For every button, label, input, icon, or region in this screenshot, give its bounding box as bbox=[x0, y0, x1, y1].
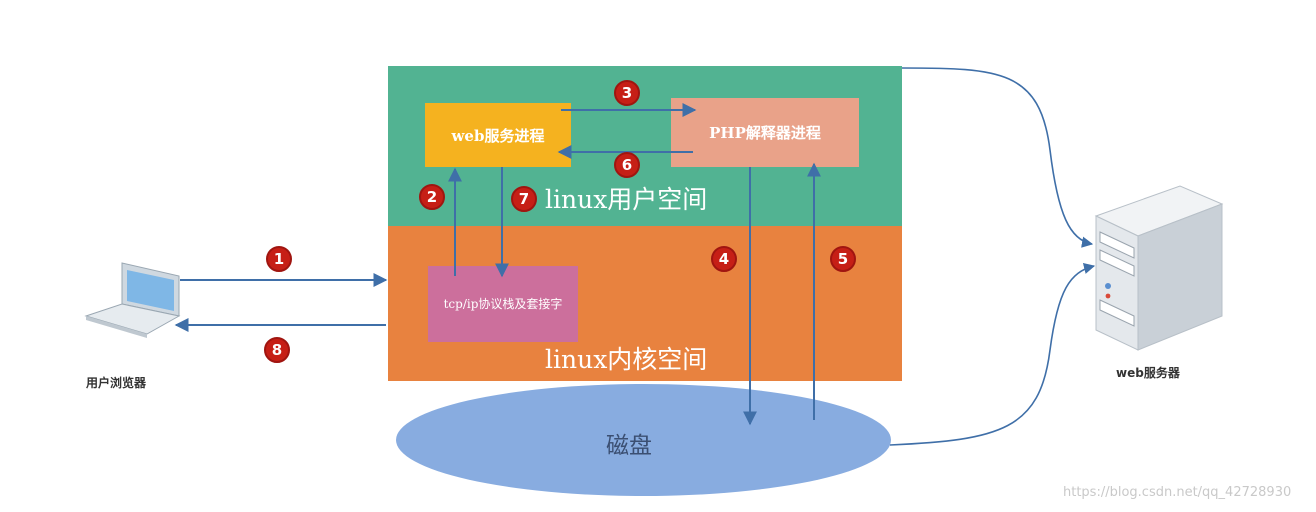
step-4-badge: 4 bbox=[711, 246, 737, 272]
tcp-ip-stack-box: tcp/ip协议栈及套接字 bbox=[428, 266, 578, 342]
step-8-badge: 8 bbox=[264, 337, 290, 363]
step-2-badge: 2 bbox=[419, 184, 445, 210]
step-7-badge: 7 bbox=[511, 186, 537, 212]
step-5-badge: 5 bbox=[830, 246, 856, 272]
kernel-space-label: linux内核空间 bbox=[545, 345, 708, 374]
user-space-label: linux用户空间 bbox=[545, 185, 708, 214]
step-6-badge: 6 bbox=[614, 152, 640, 178]
server-tower-icon bbox=[1094, 185, 1224, 351]
watermark: https://blog.csdn.net/qq_42728930 bbox=[1063, 485, 1292, 500]
laptop-icon bbox=[84, 262, 181, 338]
user-browser-label: 用户浏览器 bbox=[86, 376, 147, 390]
web-service-process-label: web服务进程 bbox=[451, 126, 545, 145]
disk-ellipse bbox=[396, 384, 891, 496]
web-server-label: web服务器 bbox=[1116, 366, 1180, 380]
php-interpreter-process-label: PHP解释器进程 bbox=[709, 124, 821, 142]
arrow-user-space-to-server bbox=[901, 67, 1094, 248]
tcp-ip-stack-label: tcp/ip协议栈及套接字 bbox=[443, 296, 563, 311]
php-interpreter-process-box: PHP解释器进程 bbox=[671, 98, 859, 167]
step-1-badge: 1 bbox=[266, 246, 292, 272]
arrow-disk-to-server bbox=[889, 263, 1096, 446]
web-service-process-box: web服务进程 bbox=[425, 103, 571, 167]
step-3-badge: 3 bbox=[614, 80, 640, 106]
disk-label: 磁盘 bbox=[606, 433, 652, 459]
